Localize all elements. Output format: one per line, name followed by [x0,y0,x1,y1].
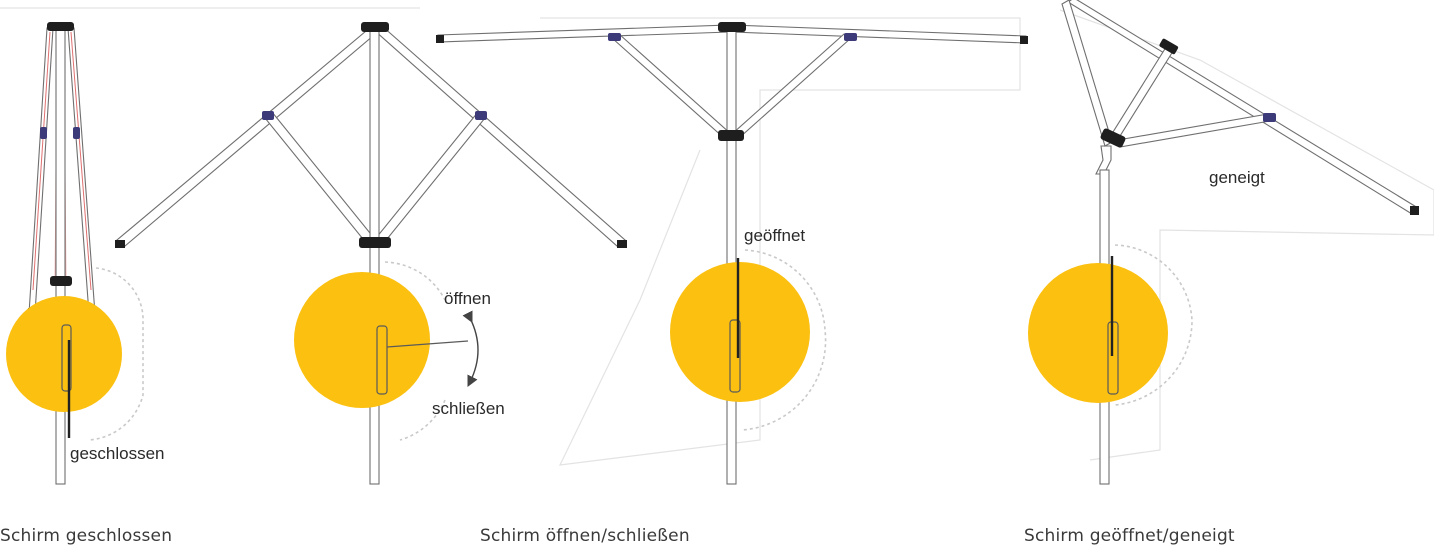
tilted-lower-hub [1100,128,1126,148]
label-opened: geöffnet [744,226,805,245]
opening-crank-arm [386,340,469,348]
background-frame-3 [1059,9,1434,461]
panel-closed: geschlossen [6,22,165,485]
opened-strut-right [731,33,852,139]
opening-top-hub [361,22,389,32]
label-close-action: schließen [432,399,505,418]
opened-rib-left [437,24,731,43]
tilted-strut-upper [1107,43,1176,145]
opening-crank-handle [376,325,388,395]
opened-rib-right [731,24,1027,44]
opened-strut-left [611,33,732,139]
caption-closed: Schirm geschlossen [0,526,173,546]
panel-opened: geöffnet [436,22,1028,485]
closed-joint-left [40,127,47,139]
label-open-action: öffnen [444,289,491,308]
opening-tip-right [617,240,627,248]
opening-rotate-arrow [462,310,479,388]
opening-tip-left [115,240,125,248]
tilted-strut-lower [1117,113,1271,148]
opened-pole [726,29,737,485]
caption-open-tilted: Schirm geöffnet/geneigt [1024,526,1235,546]
opened-lower-hub [718,130,744,141]
closed-lower-hub [50,276,72,286]
tilted-joint-right [1263,113,1276,122]
closed-cover-accent-right [70,31,92,291]
panel-opening: öffnen schließen [115,22,627,485]
opening-upper-rib-left [116,25,381,247]
opening-upper-rib-right [373,25,626,247]
tilted-tip [1410,206,1419,215]
opening-joint-right [475,111,487,120]
closed-cover-accent-left [32,31,51,291]
closed-crank-handle [61,324,72,392]
opening-lower-hub [359,237,391,248]
closed-joint-right [73,127,80,139]
label-tilted: geneigt [1209,168,1265,187]
caption-open-close: Schirm öffnen/schließen [480,526,690,546]
opening-ghost-outline [384,261,446,441]
closed-ghost-outline [87,267,144,441]
opened-crank-handle [729,319,741,393]
opening-joint-left [262,111,274,120]
opening-strut-left [264,111,375,245]
tilted-ghost-outline [1114,244,1193,406]
panel-tilted: geneigt [1028,0,1419,485]
opening-crank-circle [294,272,430,408]
closed-pole [55,27,66,485]
closed-top-hub [47,22,74,31]
opened-tip-right [1020,36,1028,44]
opening-strut-right [375,111,486,245]
opening-pole [369,29,380,485]
tilted-crank-circle [1028,263,1168,403]
opened-tip-left [436,35,444,43]
opened-top-hub [718,22,746,32]
label-closed: geschlossen [70,444,165,463]
opened-joint-right [844,33,857,41]
opened-joint-left [608,33,621,41]
tilted-mid-hub [1159,38,1179,55]
closed-crank-circle [6,296,122,412]
